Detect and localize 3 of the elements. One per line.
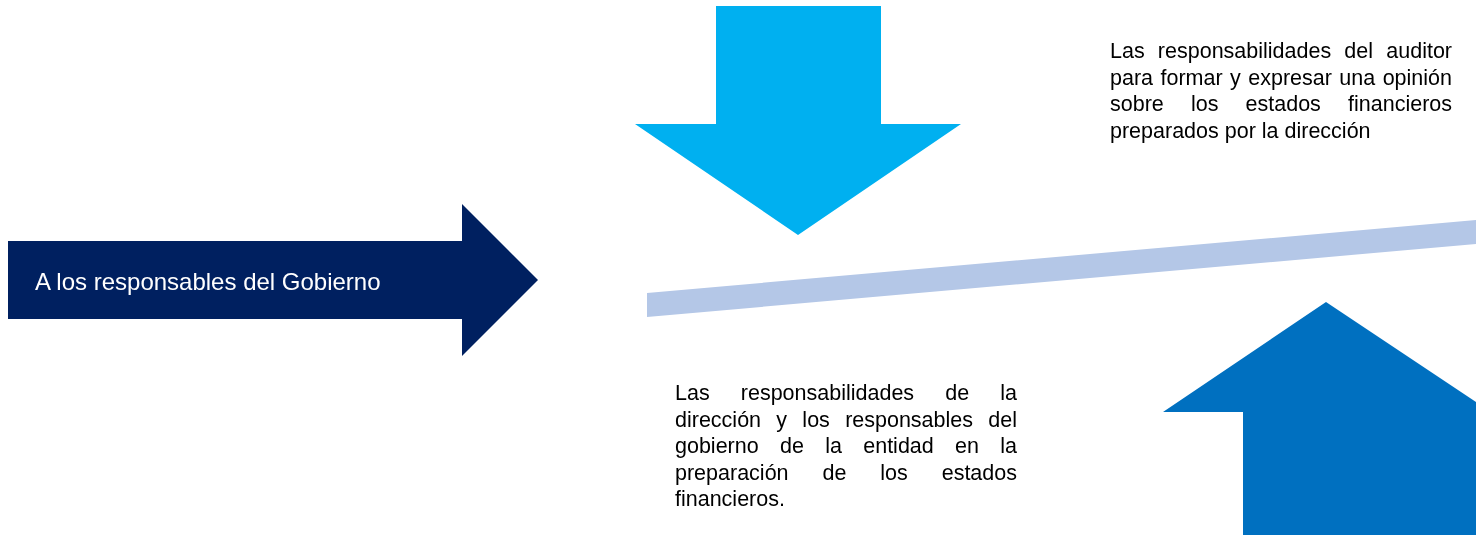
arrow-label: A los responsables del Gobierno <box>35 270 381 294</box>
description-text: Las responsabilidades del auditor para formar y expresar una opinión sobre los estados financieros preparados por la dirección <box>1110 38 1452 144</box>
description-text: Las responsabilidades de la dirección y los responsables del gobierno de la entidad en la preparación de los estados financieros. <box>675 380 1017 513</box>
